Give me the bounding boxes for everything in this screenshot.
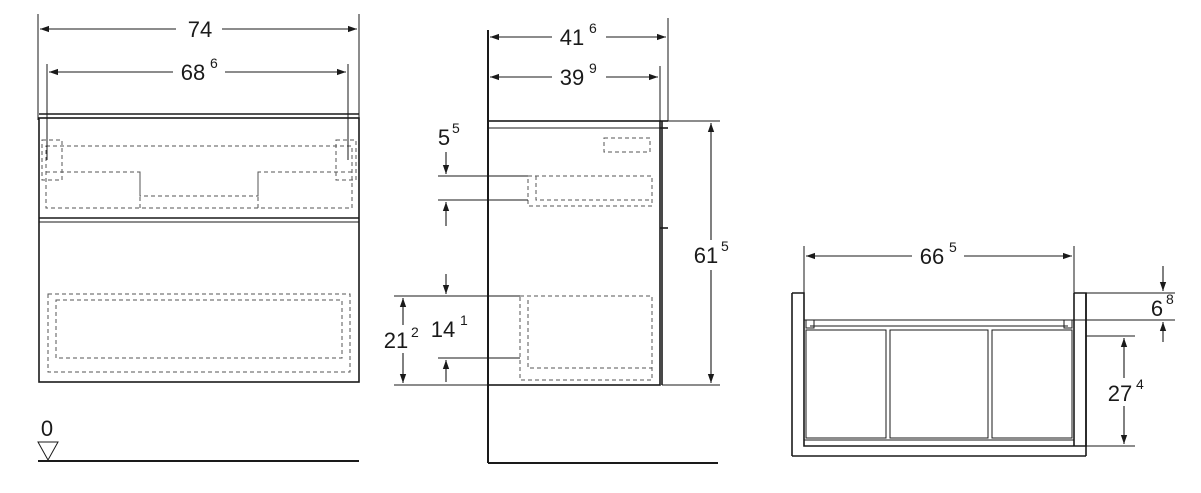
dim-width-inner-sup: 6: [210, 55, 218, 71]
dim-rim: 6: [1151, 296, 1163, 321]
side-hidden-upper-inner: [535, 176, 652, 201]
front-left-hanger: [41, 139, 63, 181]
front-upper-hidden: [45, 145, 353, 209]
dim-inner-depth-sup: 4: [1136, 376, 1144, 392]
dim-lower-offset-sup: 2: [411, 324, 419, 340]
dim-inner-width: 66: [920, 244, 944, 269]
dim-lower-gap: 14: [431, 317, 455, 342]
top-compartment-right: [991, 329, 1073, 439]
front-right-hanger: [335, 139, 357, 181]
side-view: 41 6 39 9 61 5 5 5 21 2 14 1: [380, 18, 734, 464]
dim-rim-sup: 8: [1166, 291, 1174, 307]
dim-lower-gap-sup: 1: [460, 312, 468, 328]
dim-top-offset: 5: [438, 125, 450, 150]
dim-inner-depth: 27: [1108, 381, 1132, 406]
side-hidden-upper-drawer: [527, 175, 653, 207]
dim-depth-overall: 41: [560, 25, 584, 50]
dim-width-inner: 68: [181, 60, 205, 85]
dim-top-offset-sup: 5: [452, 120, 460, 136]
side-hidden-lower-drawer: [519, 295, 653, 381]
dim-depth-overall-sup: 6: [589, 20, 597, 36]
dim-inner-width-sup: 5: [949, 239, 957, 255]
top-view: 66 5 6 8 27 4: [791, 239, 1175, 457]
side-cabinet-outline: [487, 120, 661, 386]
front-lower-inner-hidden: [55, 299, 343, 359]
front-upper-siphon-cut: [46, 171, 352, 208]
front-view: 74 68 6 0: [37, 14, 360, 462]
floor-level-triangle: [37, 441, 59, 462]
dim-height-sup: 5: [721, 238, 729, 254]
top-compartment-center: [889, 329, 989, 439]
dim-height: 61: [694, 243, 718, 268]
front-cabinet-outline: [38, 117, 360, 383]
dim-depth-body-sup: 9: [589, 60, 597, 76]
side-hidden-lower-inner: [527, 300, 652, 369]
dim-width-overall: 74: [188, 17, 212, 42]
front-siphon-hidden: [139, 172, 259, 197]
side-hidden-top: [603, 137, 651, 153]
dim-lower-offset: 21: [384, 328, 408, 353]
top-rim-right: [1063, 319, 1073, 329]
dim-depth-body: 39: [560, 65, 584, 90]
front-lower-hidden: [47, 293, 351, 373]
top-rim-left: [805, 319, 815, 329]
top-outer-wall: [792, 292, 1087, 447]
floor-level-label: 0: [41, 416, 53, 441]
top-compartment-left: [805, 329, 887, 439]
